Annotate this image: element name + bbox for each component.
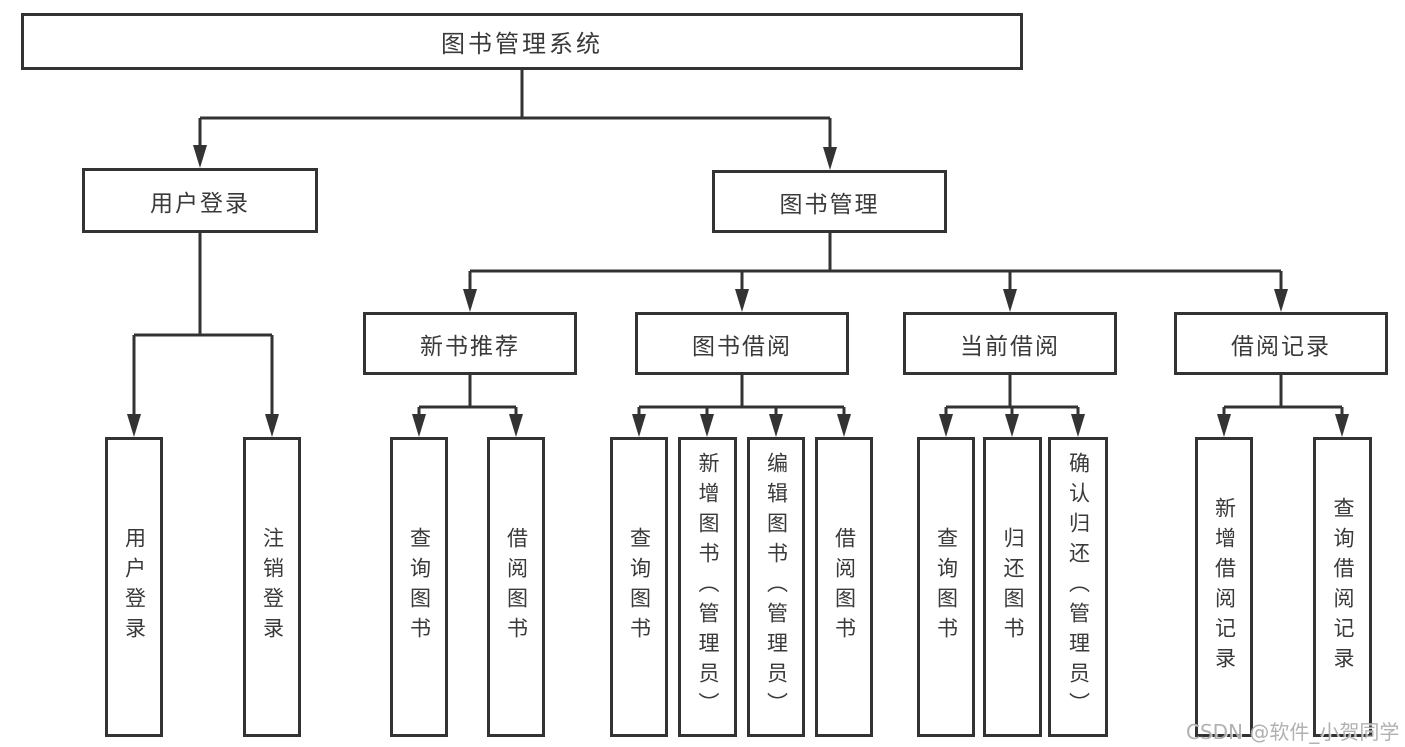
node-borrow-records: 借阅记录 bbox=[1174, 312, 1388, 375]
node-new-book-recommend: 新书推荐 bbox=[363, 312, 577, 375]
node-book-management-branch: 图书管理 bbox=[712, 170, 947, 233]
node-leaf-edit-books-admin: 编辑图书（管理员） bbox=[747, 437, 805, 737]
node-leaf-query-books-current: 查询图书 bbox=[917, 437, 975, 737]
node-leaf-borrow-books: 借阅图书 bbox=[815, 437, 873, 737]
node-leaf-confirm-return-admin: 确认归还（管理员） bbox=[1048, 437, 1108, 737]
node-current-borrow: 当前借阅 bbox=[903, 312, 1117, 375]
node-leaf-return-books: 归还图书 bbox=[983, 437, 1042, 737]
node-user-login-branch: 用户登录 bbox=[82, 168, 318, 233]
node-book-borrow: 图书借阅 bbox=[635, 312, 849, 375]
node-leaf-add-borrow-record: 新增借阅记录 bbox=[1195, 437, 1253, 737]
node-leaf-query-books-borrow: 查询图书 bbox=[610, 437, 668, 737]
node-leaf-query-borrow-record: 查询借阅记录 bbox=[1313, 437, 1372, 737]
node-leaf-user-login: 用户登录 bbox=[105, 437, 163, 737]
node-leaf-query-books-recommend: 查询图书 bbox=[390, 437, 448, 737]
node-leaf-logout: 注销登录 bbox=[243, 437, 301, 737]
csdn-watermark: CSDN @软件_小贺同学 bbox=[1186, 720, 1400, 744]
node-leaf-borrow-books-recommend: 借阅图书 bbox=[487, 437, 545, 737]
node-leaf-add-books-admin: 新增图书（管理员） bbox=[678, 437, 737, 737]
node-root-system: 图书管理系统 bbox=[21, 13, 1023, 70]
